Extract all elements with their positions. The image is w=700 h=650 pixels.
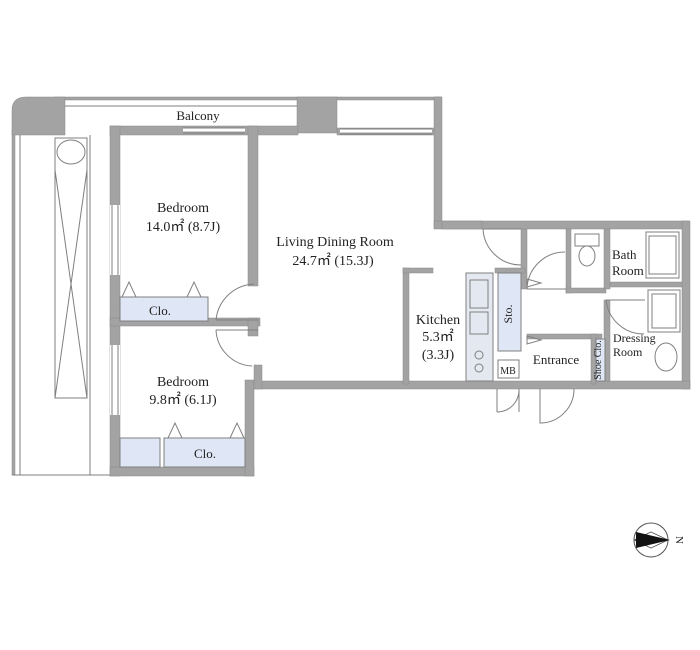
bedroom2-area: 9.8㎡ (6.1J) [149, 392, 217, 408]
meter-box-label: MB [500, 366, 516, 377]
bedroom2-name: Bedroom [157, 375, 209, 390]
dressing-label-line2: Room [613, 345, 643, 359]
kitchen-j: (3.3J) [422, 348, 455, 363]
balcony-label: Balcony [176, 108, 220, 123]
bath-label-line1: Bath [612, 247, 637, 262]
bath-label-line2: Room [612, 263, 644, 278]
bath-fixtures [595, 231, 681, 382]
kitchen-name: Kitchen [416, 313, 460, 328]
windows [110, 127, 432, 415]
walls [109, 96, 691, 477]
kitchen-area: 5.3㎡ [422, 329, 454, 345]
kitchen-fixtures [465, 272, 522, 382]
bedroom1-name: Bedroom [157, 201, 209, 216]
storage-label: Sto. [501, 304, 515, 323]
toilet-fixture [574, 233, 600, 267]
living-name: Living Dining Room [276, 235, 394, 250]
balcony-structure [11, 96, 442, 476]
living-area: 24.7㎡ (15.3J) [292, 253, 374, 269]
doors [215, 228, 645, 424]
closets [119, 280, 246, 468]
entrance-label: Entrance [533, 352, 579, 367]
shoe-closet-label: Shoe Clo. [593, 340, 604, 379]
dressing-label-line1: Dressing [613, 331, 656, 345]
north-compass-icon [633, 522, 670, 558]
compass-north-label: N [673, 536, 685, 544]
bedroom1-area: 14.0㎡ (8.7J) [146, 219, 221, 235]
bedroom1-closet-label: Clo. [149, 303, 171, 318]
bedroom2-closet-label: Clo. [194, 446, 216, 461]
